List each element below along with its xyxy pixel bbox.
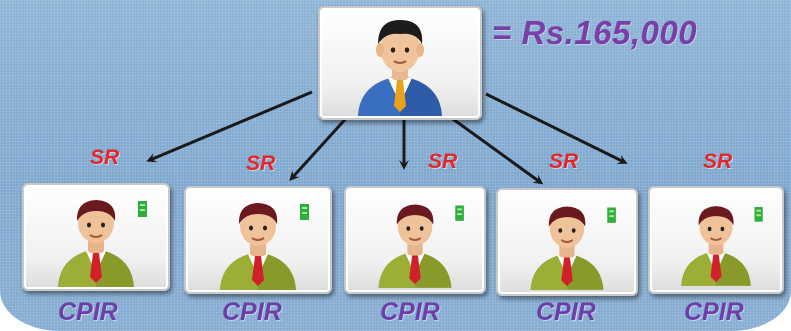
person-green-suit-icon bbox=[681, 206, 763, 286]
child-person-card-4 bbox=[496, 188, 638, 296]
sr-label-1: SR bbox=[90, 146, 120, 169]
arrow-5 bbox=[485, 92, 628, 164]
person-green-suit-icon bbox=[220, 203, 309, 290]
child-person-card-2 bbox=[184, 186, 332, 294]
cpir-label-4: CPIR bbox=[536, 298, 596, 326]
person-green-suit-icon bbox=[58, 200, 147, 287]
person-green-suit-icon bbox=[530, 206, 616, 290]
arrow-4 bbox=[445, 112, 544, 185]
cpir-label-2: CPIR bbox=[222, 298, 282, 326]
child-person-card-5 bbox=[648, 186, 784, 294]
child-person-card-3 bbox=[344, 186, 486, 294]
person-green-suit-icon bbox=[378, 204, 464, 288]
sr-label-3: SR bbox=[428, 150, 458, 173]
child-person-card-1 bbox=[22, 183, 170, 291]
cpir-label-3: CPIR bbox=[380, 298, 440, 326]
businessman-blue-suit-icon bbox=[358, 20, 442, 116]
arrow-2 bbox=[289, 112, 352, 181]
top-person-card bbox=[318, 6, 482, 120]
sr-label-4: SR bbox=[549, 150, 579, 173]
sr-label-5: SR bbox=[703, 150, 733, 173]
arrow-1 bbox=[146, 90, 313, 163]
cpir-label-1: CPIR bbox=[58, 298, 118, 326]
cpir-label-5: CPIR bbox=[684, 298, 744, 326]
reward-amount: = Rs.165,000 bbox=[492, 14, 698, 51]
sr-label-2: SR bbox=[246, 152, 276, 175]
